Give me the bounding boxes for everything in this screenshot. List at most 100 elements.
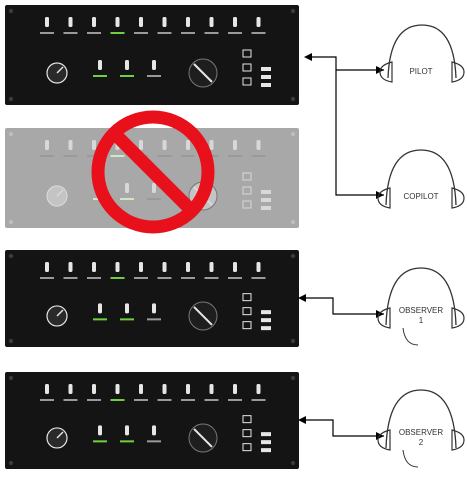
toggle-switch xyxy=(98,303,102,314)
panel-label-plate xyxy=(261,448,271,453)
screw xyxy=(290,131,296,137)
toggle-switch xyxy=(125,60,129,70)
toggle-switch xyxy=(45,384,49,394)
panel-label-plate xyxy=(261,198,271,202)
toggle-switch xyxy=(45,140,49,150)
observer1-number: 1 xyxy=(419,316,424,325)
copilot-label: COPILOT xyxy=(403,192,438,201)
panel-label-plate xyxy=(261,190,271,194)
pilot-label: PILOT xyxy=(409,67,432,76)
toggle-switch xyxy=(162,384,167,394)
indicator-box xyxy=(242,200,252,209)
indicator-box xyxy=(242,63,252,72)
switch-caption xyxy=(147,198,161,200)
switch-caption xyxy=(93,75,107,77)
switch-caption xyxy=(134,277,148,279)
toggle-switch xyxy=(256,384,261,394)
screw xyxy=(290,375,296,381)
indicator-box xyxy=(242,172,252,181)
audio-panels-group xyxy=(5,5,299,469)
indicator-box xyxy=(242,429,252,438)
screw xyxy=(8,96,14,102)
no-symbol-icon xyxy=(91,110,215,234)
toggle-switch xyxy=(186,17,190,27)
toggle-switch xyxy=(98,60,102,70)
audio-panel-3 xyxy=(5,250,299,347)
indicator-box xyxy=(242,77,252,86)
switch-caption xyxy=(204,399,219,401)
screw xyxy=(290,219,296,225)
toggle-switch xyxy=(209,262,214,272)
screw xyxy=(290,8,296,14)
toggle-switch xyxy=(162,140,167,150)
toggle-switch xyxy=(92,262,96,272)
panel-face xyxy=(5,5,299,105)
toggle-switch xyxy=(233,17,237,27)
switch-caption xyxy=(120,318,134,321)
toggle-switch xyxy=(68,17,73,27)
toggle-switch xyxy=(125,183,129,193)
toggle-switch xyxy=(162,17,167,27)
panel-face xyxy=(5,250,299,347)
headset-copilot: COPILOT xyxy=(377,149,465,209)
switch-caption xyxy=(181,399,195,401)
panel-label-plate xyxy=(261,432,271,437)
toggle-switch xyxy=(115,262,120,272)
toggle-switch xyxy=(45,17,49,27)
switch-caption xyxy=(251,32,266,34)
switch-caption xyxy=(120,198,134,200)
switch-caption xyxy=(120,75,134,77)
toggle-switch xyxy=(92,140,96,150)
switch-caption xyxy=(181,277,195,279)
panel-face xyxy=(5,372,299,469)
switch-caption xyxy=(228,155,242,157)
switch-caption xyxy=(110,277,125,279)
toggle-switch xyxy=(233,140,237,150)
copilot-connector-line xyxy=(335,70,384,196)
panel-label-plate xyxy=(261,83,271,87)
audio-panel-4 xyxy=(5,372,299,469)
switch-caption xyxy=(110,399,125,401)
switch-caption xyxy=(157,32,172,34)
toggle-switch xyxy=(209,140,214,150)
switch-caption xyxy=(134,399,148,401)
panel-label-plate xyxy=(261,67,271,71)
headset-observer-1: OBSERVER 1 xyxy=(377,267,465,346)
switch-caption xyxy=(134,32,148,34)
indicator-box xyxy=(242,443,252,452)
switch-caption xyxy=(63,155,78,157)
switch-caption xyxy=(147,318,161,321)
screw xyxy=(8,338,14,344)
pilot-connector-line xyxy=(311,56,384,71)
toggle-switch xyxy=(115,17,120,27)
toggle-switch xyxy=(186,140,190,150)
switch-caption xyxy=(63,277,78,279)
toggle-switch xyxy=(256,262,261,272)
panel-label-plate xyxy=(261,318,271,323)
toggle-switch xyxy=(152,425,156,436)
switch-caption xyxy=(147,440,161,443)
toggle-switch xyxy=(152,60,156,70)
toggle-switch xyxy=(162,262,167,272)
toggle-switch xyxy=(152,303,156,314)
toggle-switch xyxy=(125,303,129,314)
switch-caption xyxy=(110,155,125,157)
toggle-switch xyxy=(139,384,143,394)
indicator-box xyxy=(242,293,252,302)
screw xyxy=(290,96,296,102)
panel-label-plate xyxy=(261,75,271,79)
toggle-switch xyxy=(209,384,214,394)
switch-caption xyxy=(87,32,101,34)
switch-caption xyxy=(40,399,54,401)
toggle-switch xyxy=(139,262,143,272)
observer2-connector-line xyxy=(304,419,384,437)
switch-caption xyxy=(40,32,54,34)
switch-caption xyxy=(251,155,266,157)
switch-caption xyxy=(204,277,219,279)
toggle-switch xyxy=(45,262,49,272)
switch-caption xyxy=(40,155,54,157)
switch-caption xyxy=(93,318,107,321)
switch-caption xyxy=(157,155,172,157)
toggle-switch xyxy=(256,140,261,150)
panel-label-plate xyxy=(261,440,271,445)
